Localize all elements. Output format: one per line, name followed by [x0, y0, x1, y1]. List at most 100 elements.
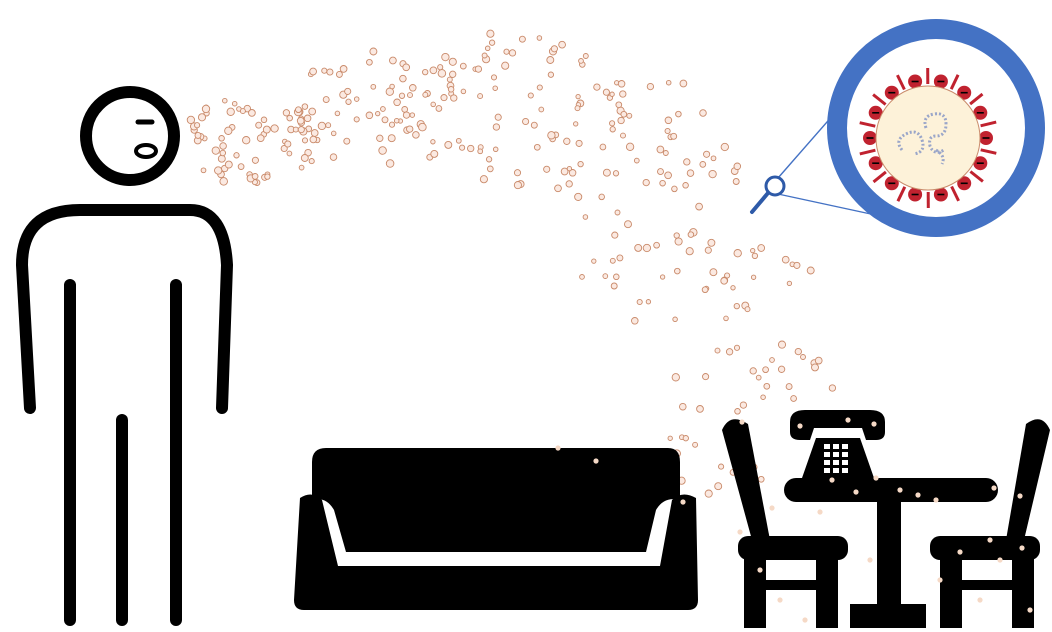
droplet	[715, 483, 722, 490]
droplet	[309, 108, 316, 115]
surface-droplet	[829, 477, 834, 482]
droplet	[389, 122, 394, 127]
droplet	[447, 77, 452, 82]
droplet	[715, 348, 720, 353]
droplet	[436, 106, 442, 112]
surface-droplet	[739, 419, 744, 424]
droplet	[594, 84, 600, 90]
keypad-key	[833, 452, 839, 457]
droplet	[330, 154, 337, 161]
droplet	[611, 283, 617, 289]
droplet	[566, 181, 572, 187]
droplet	[603, 169, 610, 176]
droplet	[610, 258, 615, 263]
droplet	[758, 476, 764, 482]
droplet	[787, 281, 791, 285]
droplet	[345, 88, 351, 94]
droplet	[740, 402, 746, 408]
droplet	[302, 104, 308, 110]
droplet	[688, 232, 694, 238]
droplet	[660, 275, 664, 279]
telephone-icon	[790, 410, 885, 478]
droplet	[310, 136, 317, 143]
droplet	[482, 53, 487, 58]
person-head	[86, 92, 174, 180]
droplet	[782, 256, 789, 263]
droplet	[663, 151, 668, 156]
virus-envelope	[876, 86, 980, 190]
droplet	[668, 436, 672, 440]
droplet	[539, 107, 544, 112]
droplet	[700, 110, 707, 117]
droplet	[575, 193, 582, 200]
droplet	[697, 406, 704, 413]
droplet	[410, 113, 415, 118]
droplet	[271, 125, 278, 132]
droplet	[576, 94, 580, 98]
droplet	[478, 94, 483, 99]
droplet	[212, 147, 219, 154]
surface-droplet	[1017, 493, 1022, 498]
droplet	[382, 117, 388, 123]
droplet	[603, 89, 609, 95]
droplet	[335, 111, 340, 116]
droplet	[684, 159, 690, 165]
droplet	[618, 117, 624, 123]
droplet	[696, 203, 703, 210]
droplet	[617, 255, 623, 261]
droplet	[675, 268, 681, 274]
keypad-key	[842, 468, 848, 473]
droplet	[621, 133, 626, 138]
droplet	[198, 114, 205, 121]
droplet	[489, 40, 494, 45]
droplet	[592, 259, 596, 263]
droplet	[794, 262, 800, 268]
droplet	[719, 464, 724, 469]
droplet	[225, 127, 232, 134]
droplet	[657, 146, 664, 153]
droplet	[309, 159, 314, 164]
droplet	[195, 123, 200, 128]
droplet	[750, 368, 756, 374]
droplet	[761, 395, 766, 400]
droplet	[354, 97, 359, 102]
droplet	[220, 178, 228, 186]
droplet	[202, 105, 209, 112]
droplet	[548, 132, 555, 139]
droplet	[340, 66, 347, 73]
droplet	[674, 233, 679, 238]
surface-droplet	[797, 423, 802, 428]
droplet	[287, 151, 292, 156]
droplet	[751, 248, 755, 252]
droplet	[299, 165, 304, 170]
droplet	[671, 133, 677, 139]
droplet	[448, 87, 454, 93]
droplet	[672, 374, 679, 381]
droplet	[583, 215, 588, 220]
droplet	[599, 194, 605, 200]
sofa-backrest	[312, 448, 680, 552]
droplet	[758, 245, 765, 252]
droplet	[495, 114, 501, 120]
droplet	[318, 122, 325, 129]
droplet	[287, 115, 293, 121]
droplet	[460, 63, 466, 69]
droplet	[261, 117, 267, 123]
surface-droplet	[1019, 545, 1024, 550]
surface-droplet	[937, 577, 942, 582]
droplet	[807, 267, 814, 274]
droplet	[711, 156, 716, 161]
droplet	[394, 99, 401, 106]
surface-droplet	[853, 489, 858, 494]
droplet	[704, 151, 710, 157]
droplet	[612, 232, 618, 238]
droplet	[249, 110, 256, 117]
droplet	[293, 127, 298, 132]
droplet	[327, 69, 333, 75]
droplet	[403, 112, 409, 118]
droplet	[322, 68, 327, 73]
droplet	[394, 118, 399, 123]
droplet	[301, 155, 308, 162]
droplet	[665, 128, 670, 133]
